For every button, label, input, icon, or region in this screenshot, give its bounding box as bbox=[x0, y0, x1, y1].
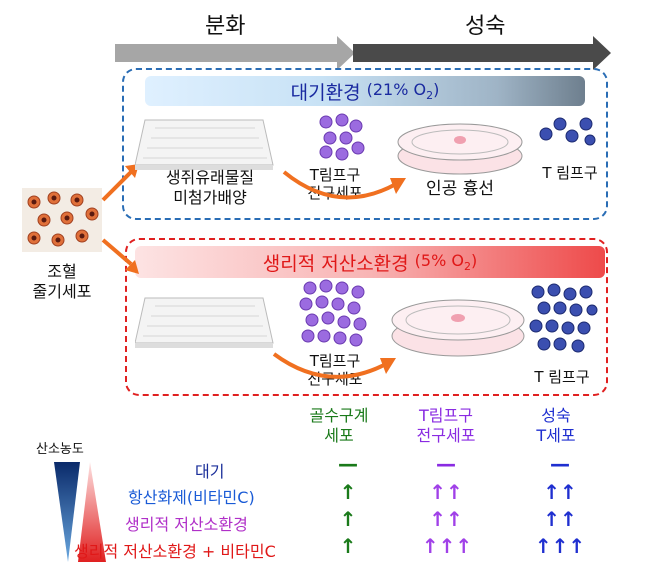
curve-arrow-bottom bbox=[272, 352, 396, 379]
mark-r1-c0: ↑ bbox=[339, 480, 357, 504]
physiologic-title: 생리적 저산소환경 bbox=[262, 252, 409, 275]
legend-row-physiologic-vitc: 생리적 저산소환경 + 비타민C bbox=[74, 542, 276, 561]
stage-arrow bbox=[115, 36, 611, 70]
column-myeloid-line2: 세포 bbox=[324, 426, 354, 445]
plate-label: 생쥐유래물질 미첨가배양 bbox=[165, 168, 255, 207]
mark-r2-c0: ↑ bbox=[339, 507, 357, 531]
atmospheric-box bbox=[122, 68, 608, 220]
mark-r2-c1: ↑↑ bbox=[429, 507, 463, 531]
physiologic-condition: (5% O bbox=[414, 250, 464, 270]
mark-r3-c0: ↑ bbox=[339, 534, 357, 558]
progenitor-cells-top bbox=[319, 113, 365, 161]
oxygen-gradient-triangles bbox=[54, 462, 106, 562]
tcell-bottom-label: T 림프구 bbox=[534, 368, 590, 386]
tcells-top bbox=[539, 117, 596, 146]
atmospheric-condition: (21% O bbox=[366, 79, 427, 99]
hsc-label: 조혈 줄기세포 bbox=[32, 262, 92, 301]
column-progenitor-line2: 전구세포 bbox=[416, 426, 476, 445]
mark-r1-c1: ↑↑ bbox=[429, 480, 463, 504]
atmospheric-banner: 대기환경 (21% O2) bbox=[145, 76, 585, 106]
physiologic-close: ) bbox=[470, 250, 478, 270]
branch-arrows bbox=[101, 164, 139, 274]
culture-plate-top bbox=[135, 119, 274, 170]
column-mature-tcell: 성숙 T세포 bbox=[516, 406, 596, 446]
legend-row-physiologic: 생리적 저산소환경 bbox=[125, 515, 248, 534]
mark-r3-c2: ↑↑↑ bbox=[534, 534, 586, 558]
column-myeloid: 골수구계 세포 bbox=[294, 406, 384, 446]
physiologic-box bbox=[125, 238, 608, 396]
legend-row-antioxidant: 항산화제(비타민C) bbox=[128, 488, 255, 507]
physiologic-banner: 생리적 저산소환경 (5% O2) bbox=[135, 246, 605, 278]
mark-r1-c2: ↑↑ bbox=[543, 480, 577, 504]
curve-arrow-top bbox=[282, 170, 406, 200]
mark-r3-c1: ↑↑↑ bbox=[421, 534, 473, 558]
thymus-dish-top bbox=[397, 123, 523, 175]
column-progenitor: T림프구 전구세포 bbox=[396, 406, 496, 446]
mark-r0-c0: — bbox=[338, 452, 358, 476]
column-progenitor-line1: T림프구 bbox=[419, 406, 473, 425]
oxygen-label: 산소농도 bbox=[36, 442, 84, 457]
hsc-cells-image bbox=[22, 188, 102, 252]
atmospheric-close: ) bbox=[433, 79, 440, 99]
thymus-top-label: 인공 흉선 bbox=[426, 179, 494, 199]
culture-plate-bottom bbox=[135, 297, 274, 348]
physiologic-sub: 2 bbox=[463, 260, 471, 274]
tcell-top-label: T 림프구 bbox=[542, 164, 598, 182]
thymus-dish-bottom bbox=[391, 299, 525, 357]
progenitor-cells-bottom bbox=[299, 279, 367, 347]
tcells-bottom bbox=[529, 283, 598, 353]
mark-r2-c2: ↑↑ bbox=[543, 507, 577, 531]
mark-r0-c1: — bbox=[436, 452, 456, 476]
mark-r0-c2: — bbox=[550, 452, 570, 476]
stage-differentiation: 분화 bbox=[205, 14, 246, 39]
atmospheric-title: 대기환경 bbox=[290, 81, 361, 104]
column-mature-line1: 성숙 bbox=[541, 406, 571, 425]
legend-row-atmosphere: 대기 bbox=[195, 462, 225, 481]
atmospheric-sub: 2 bbox=[426, 89, 434, 103]
column-mature-line2: T세포 bbox=[536, 426, 576, 445]
column-myeloid-line1: 골수구계 bbox=[309, 406, 369, 425]
stage-maturation: 성숙 bbox=[465, 14, 506, 39]
